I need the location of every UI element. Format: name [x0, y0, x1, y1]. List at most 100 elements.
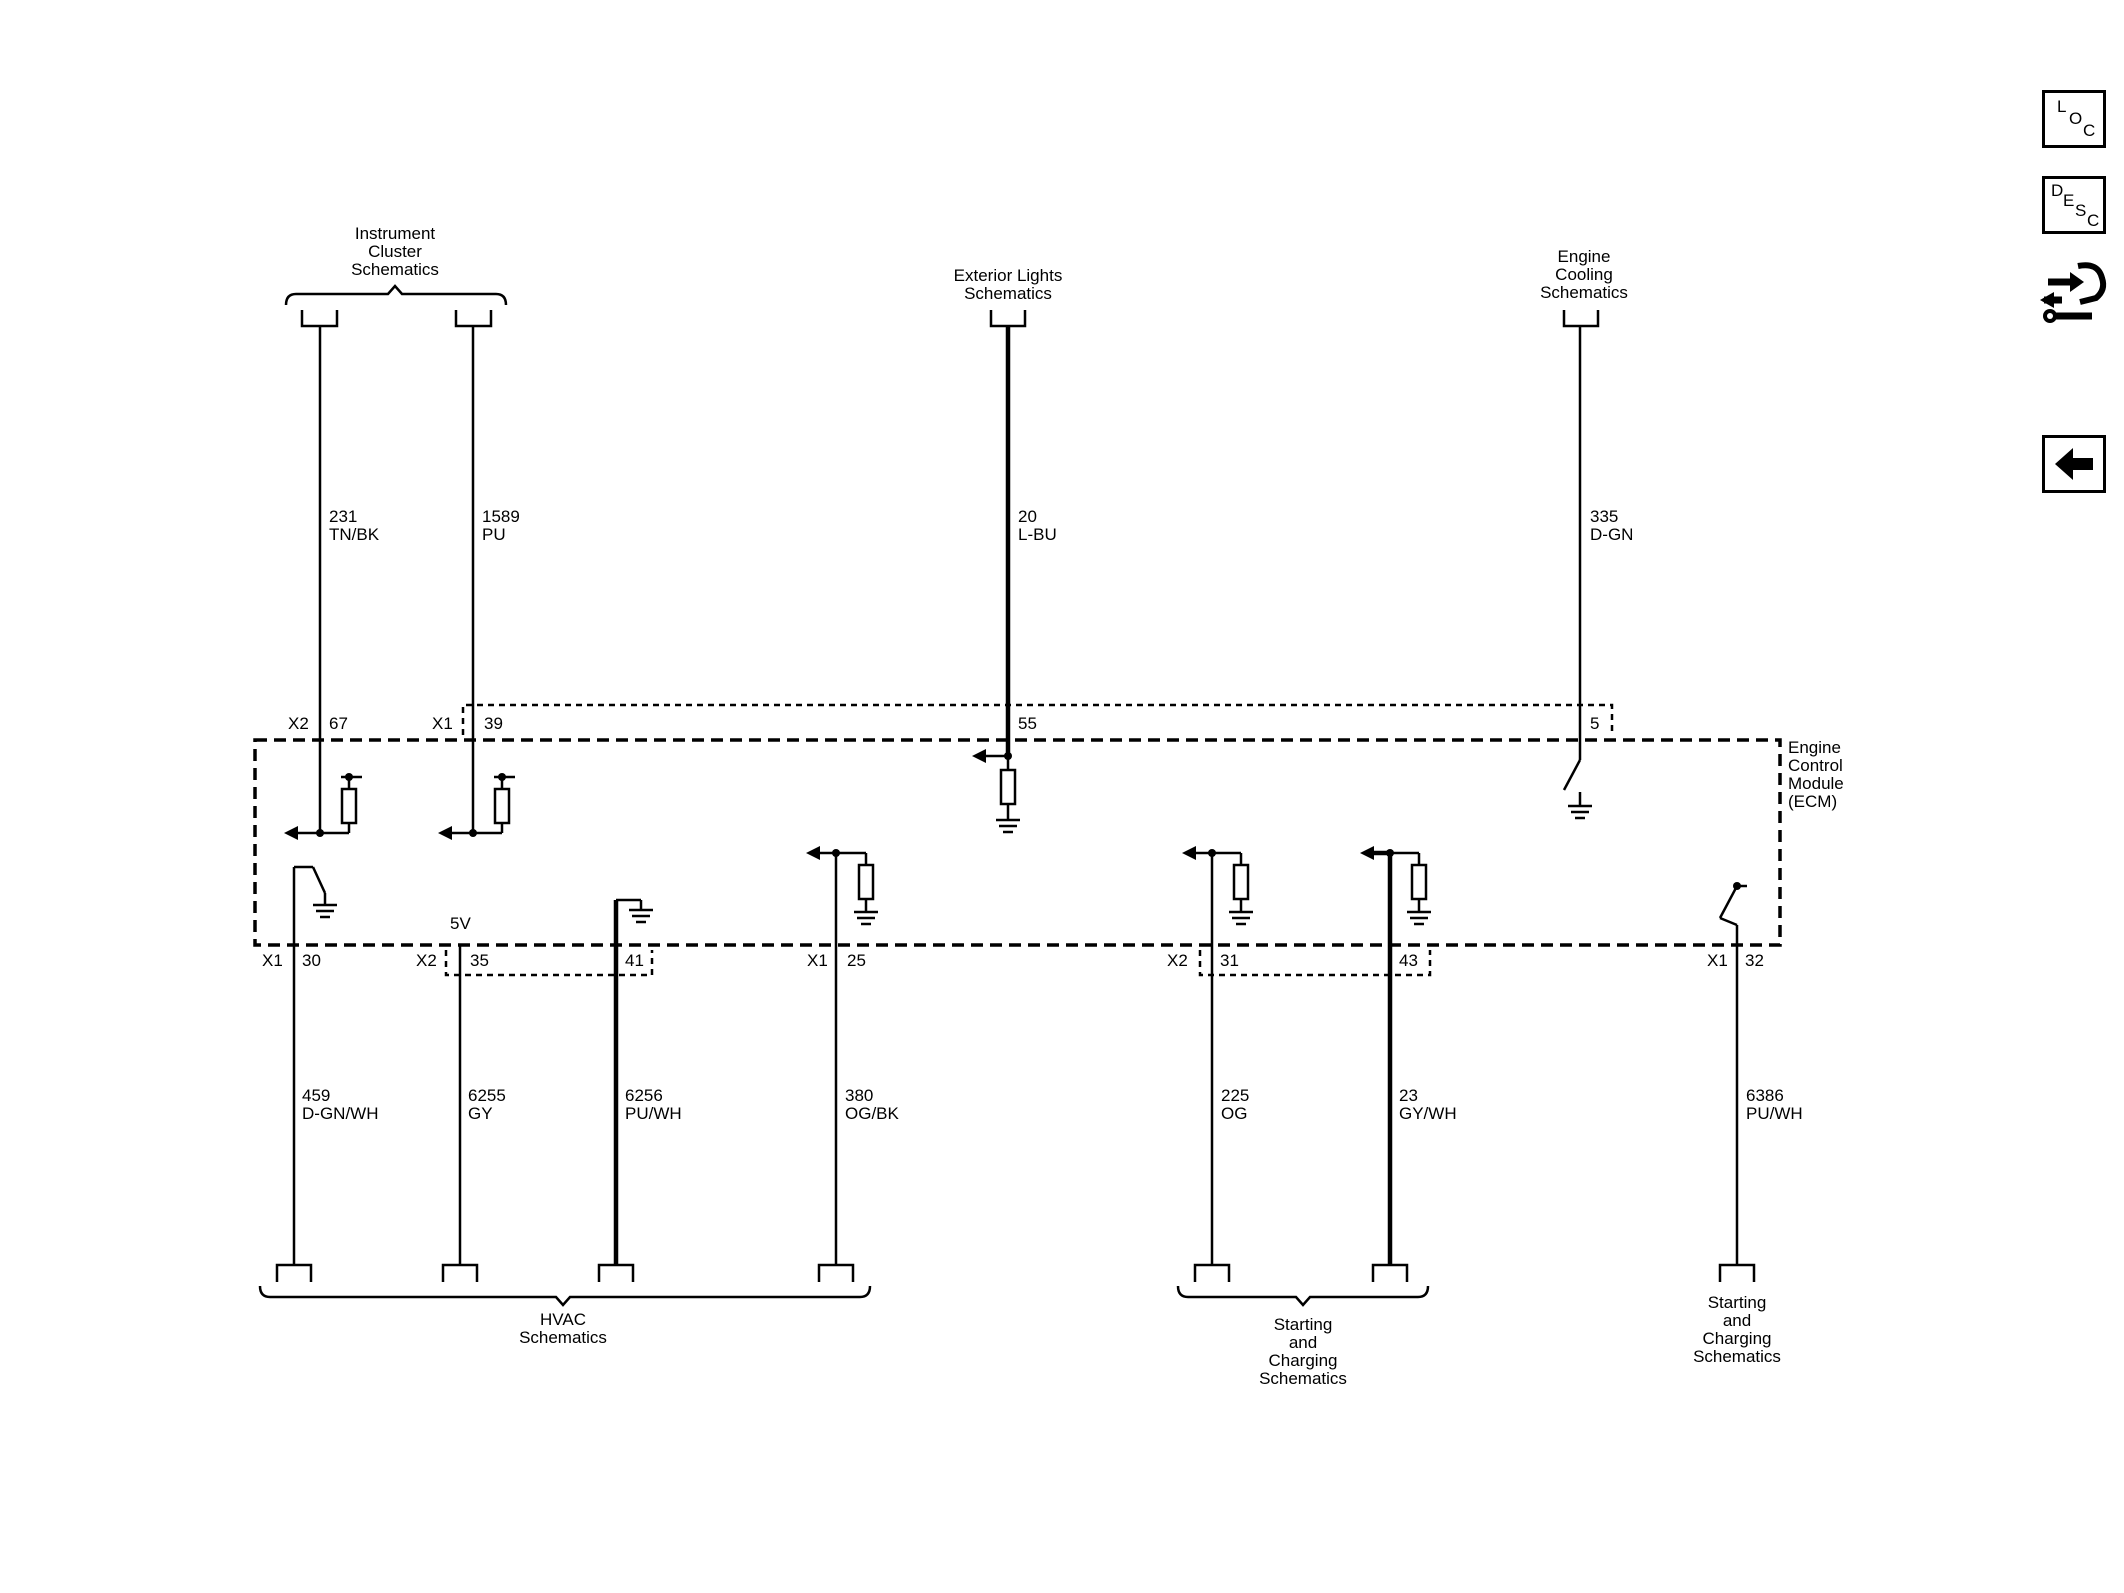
svg-text:459: 459	[302, 1086, 330, 1105]
loc-o: O	[2069, 109, 2083, 128]
ecm-circuit-30-switch	[292, 865, 337, 945]
svg-text:PU/WH: PU/WH	[1746, 1104, 1803, 1123]
svg-text:PU/WH: PU/WH	[625, 1104, 682, 1123]
svg-text:1589: 1589	[482, 507, 520, 526]
svg-text:Schematics: Schematics	[964, 284, 1052, 303]
charging-bracket	[1176, 1285, 1430, 1307]
svg-text:Starting: Starting	[1708, 1293, 1767, 1312]
ecm-circuit-39	[438, 773, 515, 840]
svg-text:X1: X1	[807, 951, 828, 970]
svg-text:Schematics: Schematics	[1259, 1369, 1347, 1388]
svg-text:D-GN/WH: D-GN/WH	[302, 1104, 378, 1123]
ecm-circuit-41-ground	[613, 898, 653, 945]
bottom-terminals	[275, 1263, 1756, 1282]
svg-text:and: and	[1289, 1333, 1317, 1352]
loc-button[interactable]: L O C	[2042, 90, 2106, 148]
svg-text:Charging: Charging	[1269, 1351, 1338, 1370]
svg-text:Control: Control	[1788, 756, 1843, 775]
svg-text:HVAC: HVAC	[540, 1310, 586, 1329]
svg-text:6386: 6386	[1746, 1086, 1784, 1105]
svg-text:Exterior Lights: Exterior Lights	[954, 266, 1063, 285]
connector-wrench-icon[interactable]	[2040, 256, 2110, 334]
svg-text:25: 25	[847, 951, 866, 970]
top-terminals	[300, 310, 1600, 328]
svg-text:Module: Module	[1788, 774, 1844, 793]
svg-text:GY: GY	[468, 1104, 493, 1123]
svg-text:41: 41	[625, 951, 644, 970]
ecm-circuit-32-switch	[1718, 882, 1747, 927]
svg-text:30: 30	[302, 951, 321, 970]
svg-text:Schematics: Schematics	[1693, 1347, 1781, 1366]
left-arrow-icon	[2055, 448, 2093, 480]
svg-text:20: 20	[1018, 507, 1037, 526]
svg-text:L-BU: L-BU	[1018, 525, 1057, 544]
svg-text:6255: 6255	[468, 1086, 506, 1105]
ecm-circuit-25	[806, 846, 878, 926]
loc-c: C	[2083, 121, 2096, 140]
desc-d: D	[2051, 181, 2064, 200]
svg-text:TN/BK: TN/BK	[329, 525, 380, 544]
bottom-pin-labels: X1 30 X2 35 41 X1 25 X2 31 43 X1 32	[262, 951, 1764, 970]
svg-text:Schematics: Schematics	[519, 1328, 607, 1347]
svg-text:X2: X2	[416, 951, 437, 970]
back-button[interactable]	[2042, 435, 2106, 493]
loc-l: L	[2057, 97, 2067, 116]
ecm-circuit-43	[1360, 846, 1431, 926]
svg-text:55: 55	[1018, 714, 1037, 733]
svg-text:GY/WH: GY/WH	[1399, 1104, 1457, 1123]
svg-text:X2: X2	[1167, 951, 1188, 970]
desc-c: C	[2087, 211, 2100, 230]
svg-text:PU: PU	[482, 525, 506, 544]
svg-text:35: 35	[470, 951, 489, 970]
hvac-bracket	[258, 1285, 872, 1307]
svg-text:and: and	[1723, 1311, 1751, 1330]
svg-text:X1: X1	[432, 714, 453, 733]
bottom-wire-labels: 459 D-GN/WH 6255 GY 6256 PU/WH 380 OG/BK…	[302, 1086, 1803, 1123]
svg-text:335: 335	[1590, 507, 1618, 526]
desc-e: E	[2063, 191, 2075, 210]
svg-text:Engine: Engine	[1788, 738, 1841, 757]
exterior-lights-title: Exterior Lights Schematics	[954, 266, 1063, 303]
top-pin-labels: X2 67 X1 39 55 5	[288, 714, 1599, 733]
svg-text:Charging: Charging	[1703, 1329, 1772, 1348]
svg-text:Cluster: Cluster	[368, 242, 422, 261]
svg-text:380: 380	[845, 1086, 873, 1105]
svg-text:225: 225	[1221, 1086, 1249, 1105]
svg-text:Starting: Starting	[1274, 1315, 1333, 1334]
svg-text:X2: X2	[288, 714, 309, 733]
ecm-circuit-31	[1182, 846, 1253, 926]
ecm-circuit-55	[972, 749, 1020, 834]
svg-text:5: 5	[1590, 714, 1599, 733]
svg-text:D-GN: D-GN	[1590, 525, 1633, 544]
ecm-x2-connector-charging	[1198, 950, 1432, 977]
svg-text:43: 43	[1399, 951, 1418, 970]
svg-text:31: 31	[1220, 951, 1239, 970]
top-wire-labels: 231 TN/BK 1589 PU 20 L-BU 335 D-GN	[329, 507, 1633, 544]
starting-charging-title-a: Starting and Charging Schematics	[1259, 1315, 1347, 1388]
desc-button[interactable]: D E S C	[2042, 176, 2106, 234]
starting-charging-title-b: Starting and Charging Schematics	[1693, 1293, 1781, 1366]
svg-text:231: 231	[329, 507, 357, 526]
svg-text:67: 67	[329, 714, 348, 733]
svg-text:(ECM): (ECM)	[1788, 792, 1837, 811]
desc-s: S	[2075, 201, 2087, 220]
svg-text:Schematics: Schematics	[1540, 283, 1628, 302]
svg-text:OG/BK: OG/BK	[845, 1104, 900, 1123]
hvac-title: HVAC Schematics	[519, 1310, 607, 1347]
svg-text:OG: OG	[1221, 1104, 1247, 1123]
ecm-boundary	[253, 738, 1782, 947]
bottom-wires	[292, 853, 1739, 1265]
ecm-x2-connector-hvac	[444, 950, 654, 977]
svg-text:Cooling: Cooling	[1555, 265, 1613, 284]
engine-cooling-title: Engine Cooling Schematics	[1540, 247, 1628, 302]
ecm-circuit-67	[284, 773, 362, 840]
svg-text:Schematics: Schematics	[351, 260, 439, 279]
ecm-label: Engine Control Module (ECM)	[1788, 738, 1844, 811]
svg-text:23: 23	[1399, 1086, 1418, 1105]
svg-text:39: 39	[484, 714, 503, 733]
instrument-cluster-bracket	[284, 284, 508, 306]
svg-text:Engine: Engine	[1558, 247, 1611, 266]
top-wires	[318, 326, 1582, 833]
svg-text:32: 32	[1745, 951, 1764, 970]
